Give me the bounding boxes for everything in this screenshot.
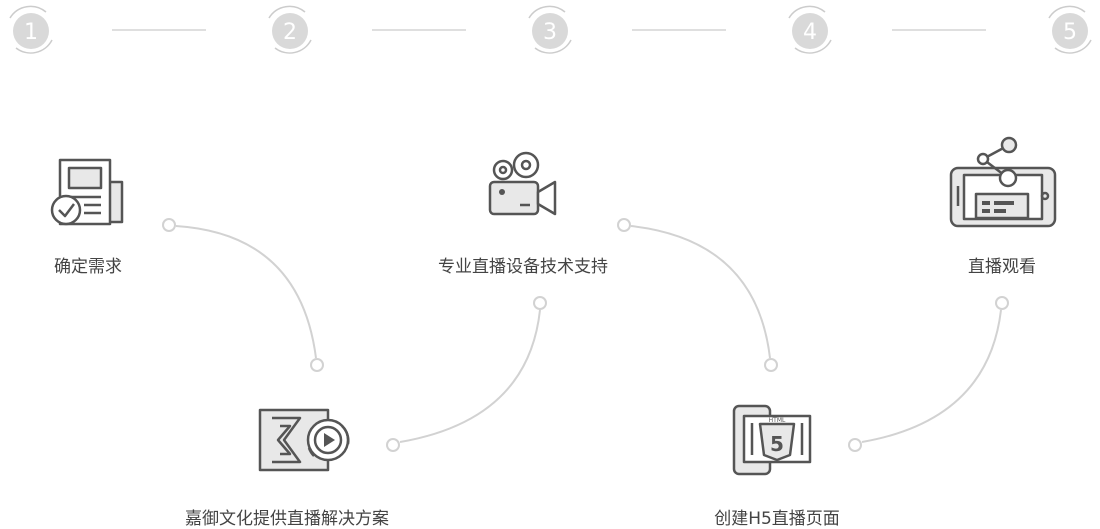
film-play-icon — [258, 408, 350, 472]
connector-node — [386, 438, 400, 452]
connector-node — [310, 358, 324, 372]
html5-badge-digit: 5 — [770, 432, 784, 456]
connector-node — [162, 218, 176, 232]
step-number-3: 3 — [543, 20, 557, 45]
step-label-1: 确定需求 — [54, 257, 122, 277]
connector-node — [617, 218, 631, 232]
step-number-1: 1 — [24, 20, 38, 45]
phone-share-icon — [949, 136, 1057, 228]
html5-badge-text: HTML — [769, 417, 786, 424]
step-label-4: 创建H5直播页面 — [714, 509, 840, 529]
html5-tablet-icon: HTML 5 — [732, 404, 812, 476]
step-badge-1: 1 — [9, 5, 53, 54]
step-number-4: 4 — [803, 20, 817, 45]
connector-node — [533, 296, 547, 310]
video-camera-icon — [488, 151, 557, 216]
step-label-2: 嘉御文化提供直播解决方案 — [185, 509, 389, 529]
step-badge-3: 3 — [528, 5, 572, 54]
newspaper-check-icon — [50, 158, 124, 226]
connector-node — [848, 438, 862, 452]
step-label-5: 直播观看 — [968, 257, 1036, 277]
curve-connector-3-4 — [630, 225, 771, 359]
step-number-5: 5 — [1063, 20, 1077, 45]
curve-connector-4-5 — [861, 309, 1002, 443]
curve-connector-2-3 — [399, 309, 541, 443]
curve-connector-1-2 — [175, 225, 317, 359]
connector-node — [995, 296, 1009, 310]
step-badge-2: 2 — [268, 5, 312, 54]
step-badge-5: 5 — [1048, 5, 1092, 54]
step-number-2: 2 — [283, 20, 297, 45]
step-badge-4: 4 — [788, 5, 832, 54]
step-label-3: 专业直播设备技术支持 — [438, 257, 608, 277]
connector-node — [764, 358, 778, 372]
